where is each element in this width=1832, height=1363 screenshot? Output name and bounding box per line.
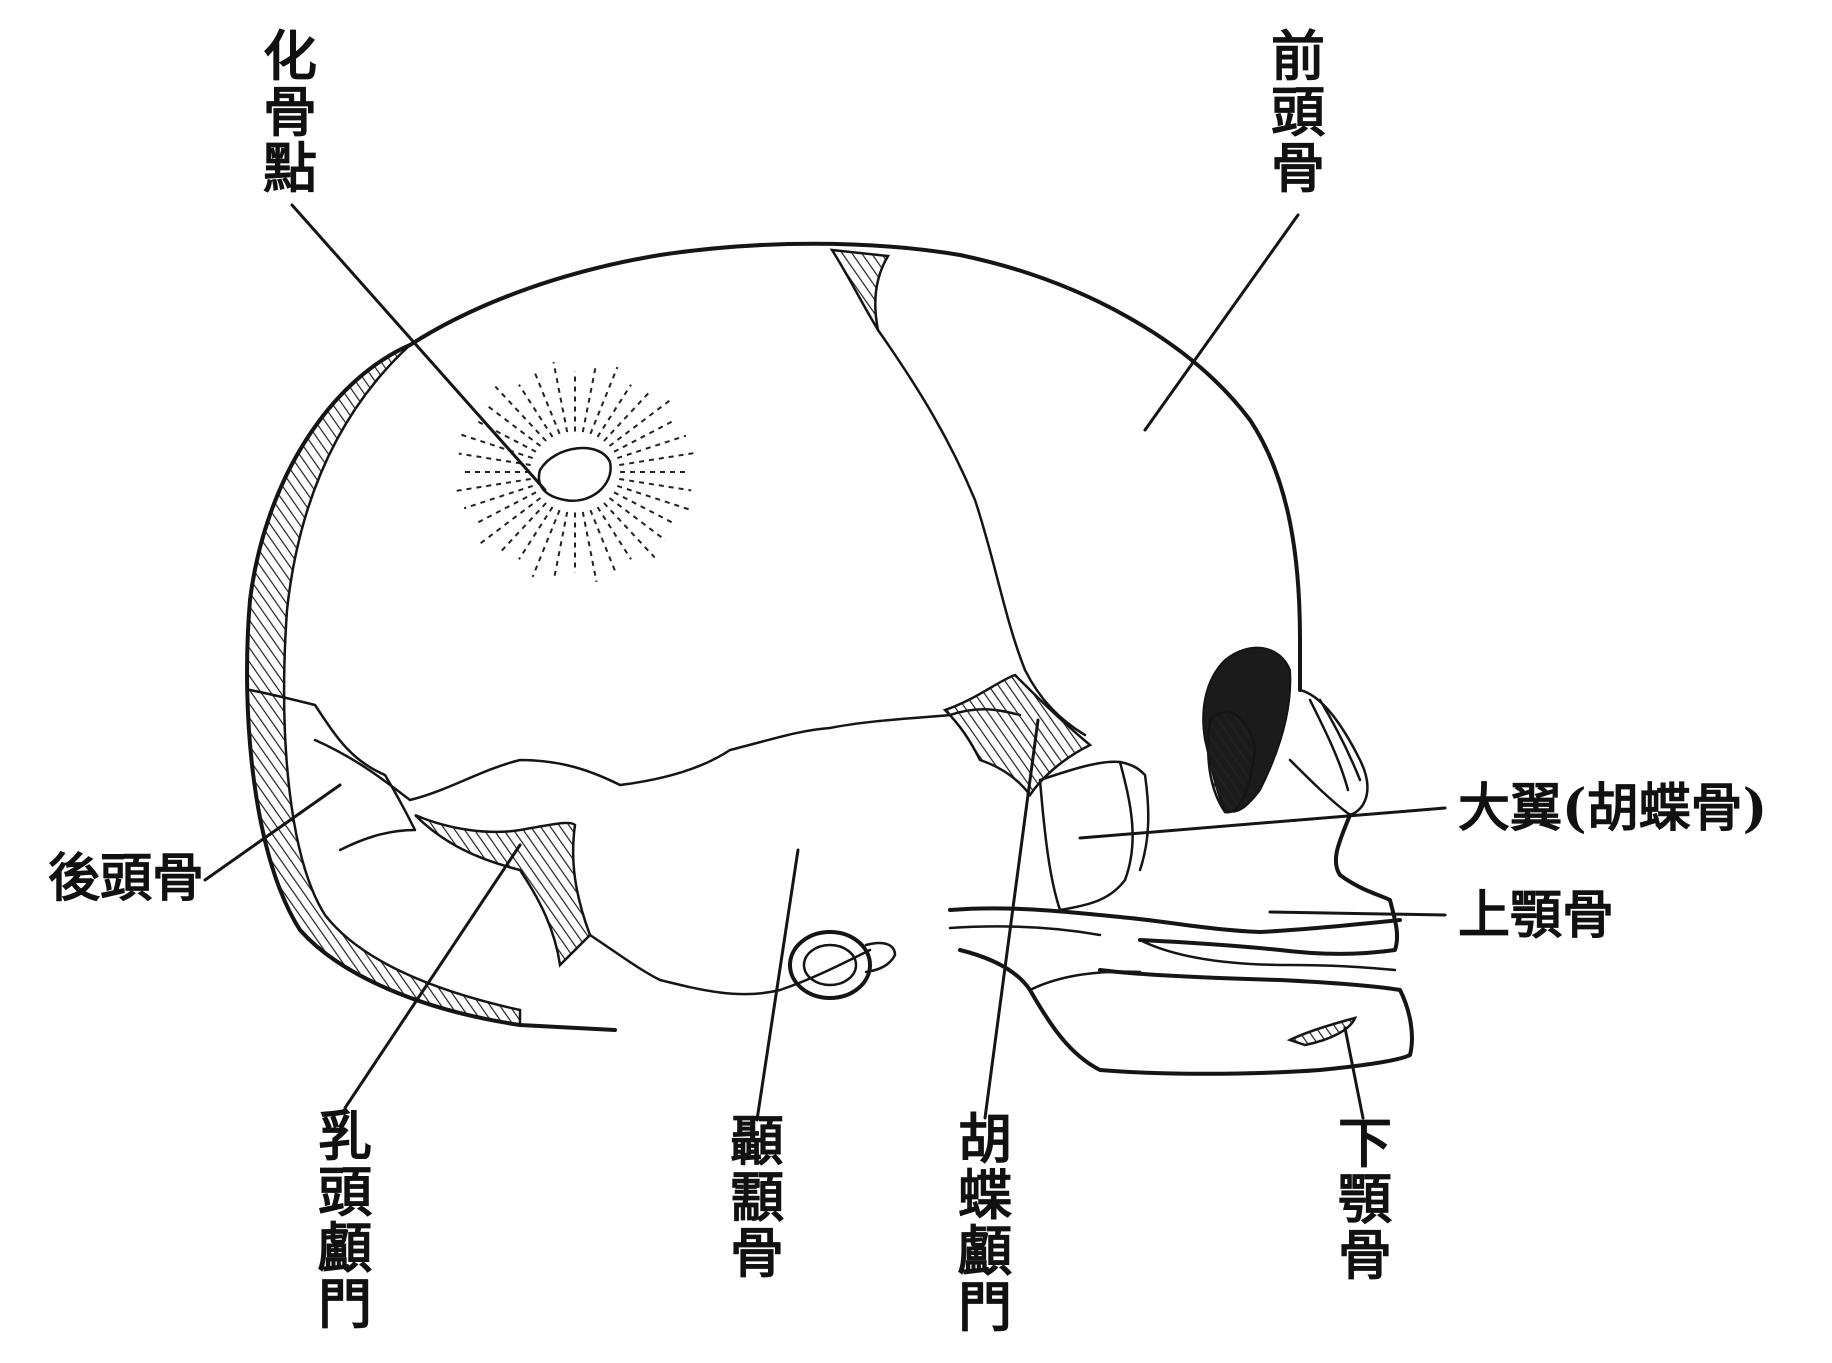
squamosal-suture [315,709,1020,800]
ossification-ray [614,492,672,522]
ossification-ray [555,512,568,577]
ossification-ray [590,510,615,572]
occipital-rim-shading [247,345,520,1025]
mastoid-fontanelle [415,815,590,965]
label-sphenoid-fontanelle: 胡蝶顱門 [958,1107,1013,1339]
coronal-suture [878,330,1085,735]
cranium-outline [247,244,1300,1030]
leader-sphenoid-fontanelle [985,720,1038,1118]
ossification-ray [519,385,553,437]
ossification-ray [598,385,632,437]
ossification-ray [464,486,533,508]
leader-greater-wing [1080,808,1445,838]
label-greater-wing: 大翼(胡蝶骨) [1458,778,1767,839]
ossification-ray [598,507,632,559]
ossification-ray [604,503,655,558]
label-mastoid-fontanelle: 乳頭顱門 [318,1104,373,1336]
mandible-outline [960,950,1412,1074]
ossification-ray [610,400,671,446]
sphenoid-fontanelle [945,675,1090,795]
ossification-ray [619,479,691,490]
label-ossification-point: 化骨點 [263,24,317,200]
label-mandible: 下顎骨 [1338,1111,1393,1287]
ossification-ray [583,367,596,432]
leader-mandible [1345,1028,1363,1118]
ossification-ray [535,372,560,434]
label-maxilla: 上顎骨 [1458,885,1614,946]
skull-drawing [247,244,1412,1074]
nasal-bones [1290,690,1367,815]
leader-frontal-bone [1145,215,1298,430]
ossification-ray [478,492,536,522]
anterior-fontanelle [832,250,888,330]
ossification-ray [533,510,560,577]
ossification-ray [495,387,546,442]
ear-opening [790,932,895,998]
ossification-ray [617,436,686,458]
ossification-center [453,362,697,582]
ossification-ray [590,367,617,434]
label-frontal-bone: 前頭骨 [1271,24,1326,200]
label-occipital-bone: 後頭骨 [48,848,204,909]
ossification-ray [614,422,672,452]
leader-maxilla [1270,912,1445,915]
ossification-ray [480,498,541,544]
ossification-ray [519,507,553,559]
label-temporal-bone: 顳顬骨 [730,1109,784,1285]
